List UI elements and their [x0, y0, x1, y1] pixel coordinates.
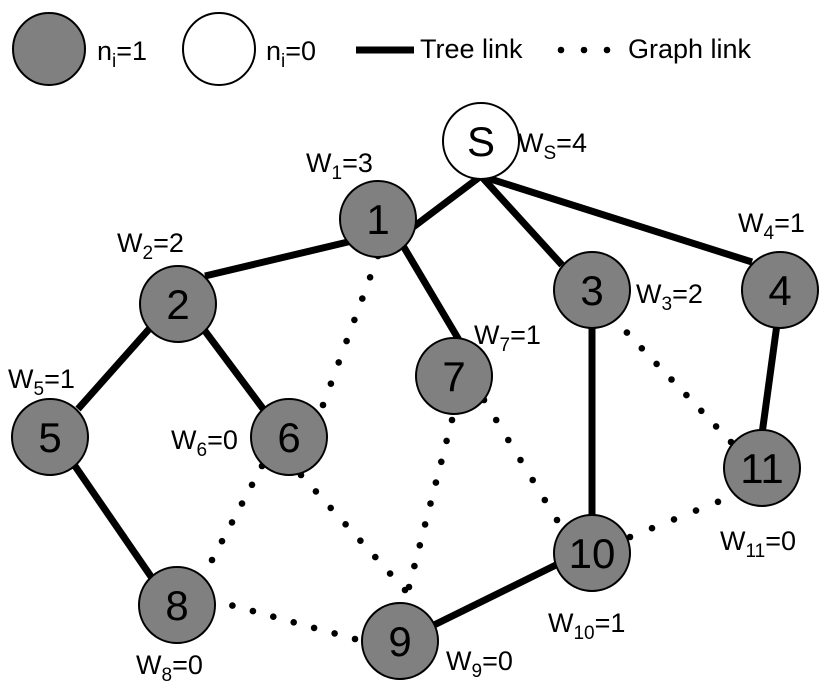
node-label-11: 11	[740, 445, 784, 492]
links-layer	[72, 172, 781, 643]
tree-link-4-11	[758, 323, 781, 435]
node-label-2: 2	[166, 281, 189, 328]
weight-label-4: W4=1	[738, 208, 805, 244]
tree-link-5-8	[72, 464, 155, 580]
legend-empty-swatch	[182, 12, 256, 86]
legend: ni=1 ni=0 Tree link Graph link	[12, 12, 752, 86]
node-10: 10	[553, 514, 631, 592]
node-label-8: 8	[165, 582, 188, 629]
tree-link-1-7	[398, 242, 463, 342]
legend-tree-link-label: Tree link	[420, 34, 523, 64]
graph-link-6-8	[208, 462, 266, 564]
tree-link-S-4	[479, 172, 754, 266]
node-8: 8	[138, 566, 216, 644]
node-5: 5	[11, 398, 89, 476]
tree-link-S-3	[478, 173, 565, 268]
graph-link-3-11	[608, 313, 735, 446]
node-label-7: 7	[442, 353, 465, 400]
node-4: 4	[741, 251, 819, 329]
node-3: 3	[553, 251, 631, 329]
node-label-10: 10	[569, 530, 616, 577]
node-S: S	[442, 102, 520, 180]
graph-link-6-9	[297, 471, 409, 594]
legend-graph-link-label: Graph link	[628, 34, 752, 64]
tree-link-1-2	[204, 237, 353, 280]
graph-link-7-9	[405, 416, 456, 591]
legend-empty-label: ni=0	[266, 36, 316, 72]
legend-filled-label: ni=1	[97, 36, 147, 72]
node-label-5: 5	[38, 414, 61, 461]
tree-link-S-1	[409, 173, 484, 231]
tree-link-2-6	[199, 324, 267, 413]
tree-link-2-5	[75, 325, 153, 412]
nodes-layer: S 1 2 3 4 5 6 7 8 9 10 11	[11, 102, 819, 680]
node-7: 7	[415, 337, 493, 415]
weight-label-9: W9=0	[446, 646, 513, 682]
tree-link-10-9	[430, 559, 562, 630]
weight-label-8: W8=0	[136, 650, 203, 686]
weight-label-7: W7=1	[474, 320, 541, 356]
node-label-6: 6	[277, 414, 300, 461]
legend-graph-link-sample	[557, 46, 611, 54]
weight-label-3: W3=2	[636, 279, 703, 315]
graph-link-1-6	[319, 252, 382, 409]
node-11: 11	[723, 429, 801, 507]
node-label-1: 1	[366, 196, 389, 243]
weight-label-S: WS=4	[518, 128, 587, 164]
weights-layer: WS=4W1=3W2=2W3=2 W4=1W5=1W6=0 W7=1W8=0 W9=0…	[8, 128, 805, 686]
node-label-4: 4	[768, 267, 791, 314]
weight-label-2: W2=2	[117, 228, 184, 264]
weight-label-1: W1=3	[306, 148, 373, 184]
weight-label-6: W6=0	[171, 425, 238, 461]
node-2: 2	[139, 265, 217, 343]
weight-label-10: W10=1	[548, 608, 625, 644]
node-label-S: S	[467, 118, 495, 165]
node-1: 1	[339, 180, 417, 258]
node-9: 9	[361, 602, 439, 680]
weight-label-11: W11=0	[720, 526, 796, 562]
node-label-3: 3	[580, 267, 603, 314]
node-6: 6	[250, 398, 328, 476]
graph-link-8-9	[208, 596, 359, 643]
weight-label-5: W5=1	[8, 364, 75, 400]
node-label-9: 9	[388, 618, 411, 665]
legend-filled-swatch	[12, 12, 86, 86]
graph-link-7-10	[480, 396, 561, 524]
